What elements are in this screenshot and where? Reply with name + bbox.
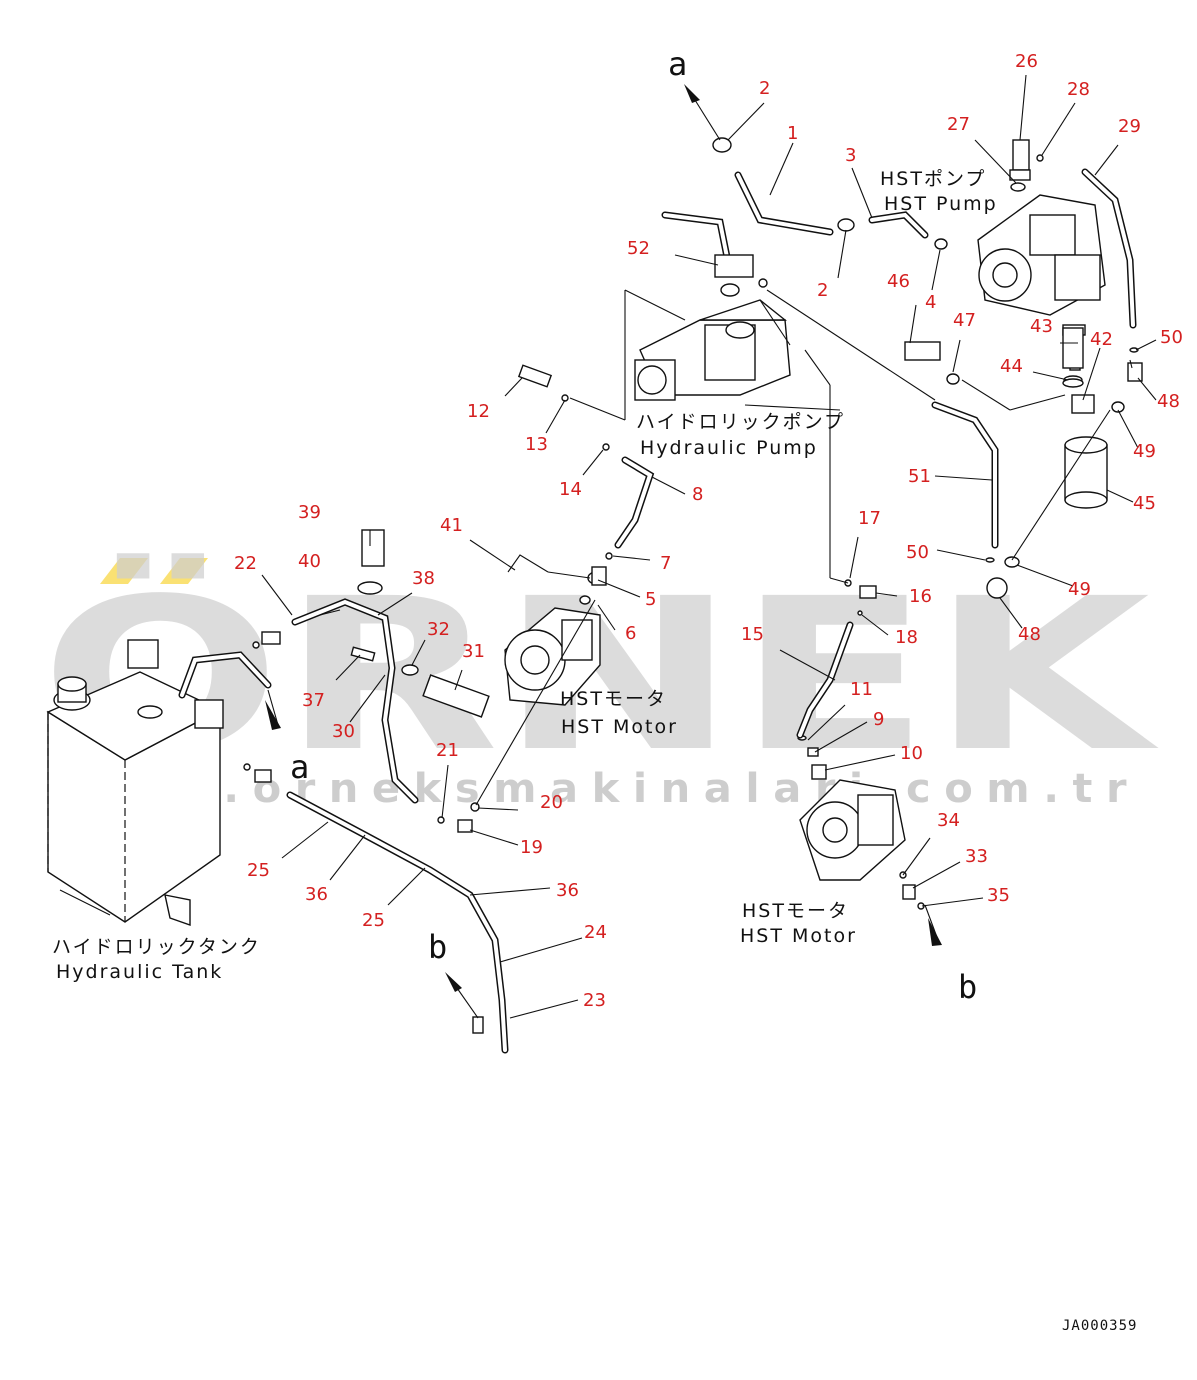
ref-b-right: b bbox=[958, 968, 977, 1006]
part-number-9: 9 bbox=[873, 709, 884, 730]
part-number-20: 20 bbox=[540, 792, 563, 813]
hst-pump-label-en: HST Pump bbox=[884, 193, 998, 215]
part-number-26: 26 bbox=[1015, 51, 1038, 72]
hst-pump bbox=[977, 139, 1143, 382]
part-number-35: 35 bbox=[987, 885, 1010, 906]
part-number-8: 8 bbox=[692, 484, 703, 505]
part-number-12: 12 bbox=[467, 401, 490, 422]
leader-lines bbox=[261, 74, 1157, 1019]
part-number-32: 32 bbox=[427, 619, 450, 640]
watermark: ÖRNEK www.orneksmakinalari.com.tr bbox=[40, 552, 1160, 812]
part-number-3: 3 bbox=[845, 145, 856, 166]
hst-motor-right-label-jp: HSTモータ bbox=[742, 900, 849, 922]
part-number-17: 17 bbox=[858, 508, 881, 529]
hst-motor-center-label-jp: HSTモータ bbox=[560, 688, 667, 710]
part-number-43: 43 bbox=[1030, 316, 1053, 337]
part-number-42: 42 bbox=[1090, 329, 1113, 350]
hst-pump-label-jp: HSTポンプ bbox=[880, 168, 986, 190]
part-number-10: 10 bbox=[900, 743, 923, 764]
hydraulic-pump bbox=[634, 211, 791, 401]
ref-a-tank: a bbox=[290, 748, 309, 786]
watermark-url: www.orneksmakinalari.com.tr bbox=[70, 766, 1140, 812]
part-number-14: 14 bbox=[559, 479, 582, 500]
part-number-5: 5 bbox=[645, 589, 656, 610]
part-number-49: 49 bbox=[1133, 441, 1156, 462]
document-id: JA000359 bbox=[1062, 1318, 1137, 1334]
part-number-38: 38 bbox=[412, 568, 435, 589]
part-number-50: 50 bbox=[906, 542, 929, 563]
part-number-11: 11 bbox=[850, 679, 873, 700]
watermark-brand: ÖRNEK bbox=[40, 552, 1160, 798]
part-number-23: 23 bbox=[583, 990, 606, 1011]
ref-a-top: a bbox=[668, 45, 687, 83]
part-numbers: 1 2 2 3 4 5 6 7 8 9 10 11 12 13 14 15 16… bbox=[234, 51, 1183, 1011]
part-number-48: 48 bbox=[1018, 624, 1041, 645]
ref-b-left: b bbox=[428, 928, 447, 966]
hydraulic-pump-label-en: Hydraulic Pump bbox=[640, 437, 818, 459]
part-number-15: 15 bbox=[741, 624, 764, 645]
part-number-49: 49 bbox=[1068, 579, 1091, 600]
part-number-6: 6 bbox=[625, 623, 636, 644]
part-number-24: 24 bbox=[584, 922, 607, 943]
part-number-37: 37 bbox=[302, 690, 325, 711]
arrow-a-top-icon bbox=[684, 84, 700, 103]
part-number-40: 40 bbox=[298, 551, 321, 572]
part-number-4: 4 bbox=[925, 292, 936, 313]
part-number-29: 29 bbox=[1118, 116, 1141, 137]
part-number-36: 36 bbox=[556, 880, 579, 901]
part-number-46: 46 bbox=[887, 271, 910, 292]
part-number-19: 19 bbox=[520, 837, 543, 858]
part-number-7: 7 bbox=[660, 553, 671, 574]
part-number-22: 22 bbox=[234, 553, 257, 574]
part-number-52: 52 bbox=[627, 238, 650, 259]
part-number-28: 28 bbox=[1067, 79, 1090, 100]
hydraulic-tank bbox=[46, 639, 224, 926]
arrows bbox=[265, 84, 942, 1019]
watermark-accent-left bbox=[100, 558, 148, 584]
part-number-21: 21 bbox=[436, 740, 459, 761]
arrow-b-left-icon bbox=[445, 972, 462, 992]
arrow-b-right-icon bbox=[928, 918, 942, 946]
filter-assembly bbox=[904, 324, 1125, 599]
part-number-13: 13 bbox=[525, 434, 548, 455]
part-number-47: 47 bbox=[953, 310, 976, 331]
hst-motor-right-label-en: HST Motor bbox=[740, 925, 857, 947]
part-number-44: 44 bbox=[1000, 356, 1023, 377]
hydraulic-pump-label-jp: ハイドロリックポンプ bbox=[636, 411, 845, 433]
part-number-39: 39 bbox=[298, 502, 321, 523]
part-number-18: 18 bbox=[895, 627, 918, 648]
part-number-27: 27 bbox=[947, 114, 970, 135]
part-number-34: 34 bbox=[937, 810, 960, 831]
part-number-2: 2 bbox=[759, 78, 770, 99]
part-number-31: 31 bbox=[462, 641, 485, 662]
hst-motor-center-label-en: HST Motor bbox=[561, 716, 678, 738]
part-number-25: 25 bbox=[362, 910, 385, 931]
part-number-48: 48 bbox=[1157, 391, 1180, 412]
component-labels: HSTポンプ HST Pump ハイドロリックポンプ Hydraulic Pum… bbox=[52, 168, 998, 983]
part-number-50: 50 bbox=[1160, 327, 1183, 348]
hst-motor-right bbox=[797, 735, 925, 910]
part-number-1: 1 bbox=[787, 123, 798, 144]
hydraulic-tank-label-en: Hydraulic Tank bbox=[56, 961, 223, 983]
part-number-30: 30 bbox=[332, 721, 355, 742]
arrow-a-tank-icon bbox=[265, 700, 281, 730]
part-number-51: 51 bbox=[908, 466, 931, 487]
part-number-2: 2 bbox=[817, 280, 828, 301]
part-number-41: 41 bbox=[440, 515, 463, 536]
part-number-36: 36 bbox=[305, 884, 328, 905]
part-number-25: 25 bbox=[247, 860, 270, 881]
part-number-33: 33 bbox=[965, 846, 988, 867]
watermark-accent-right bbox=[160, 558, 208, 584]
part-number-16: 16 bbox=[909, 586, 932, 607]
hydraulic-tank-label-jp: ハイドロリックタンク bbox=[52, 936, 261, 958]
part-number-45: 45 bbox=[1133, 493, 1156, 514]
